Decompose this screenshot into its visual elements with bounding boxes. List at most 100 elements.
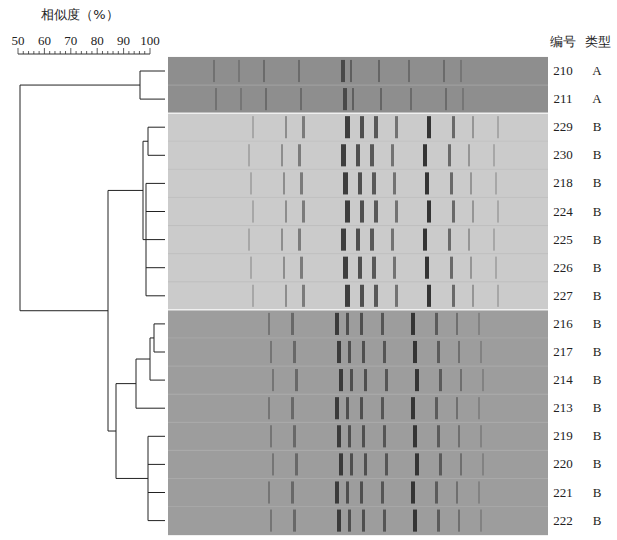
- gel-band: [335, 397, 339, 419]
- axis-line: [18, 54, 150, 55]
- tick-label: 60: [38, 34, 51, 48]
- axis-tick: [113, 51, 114, 54]
- lane-divider: [168, 225, 548, 226]
- gel-band: [252, 116, 254, 138]
- gel-band: [383, 425, 386, 447]
- gel-band: [393, 172, 396, 194]
- strain-id: 218: [553, 176, 573, 190]
- gel-band: [298, 60, 300, 82]
- gel-band: [423, 144, 427, 166]
- strain-type: B: [593, 289, 602, 303]
- gel-band: [346, 481, 349, 503]
- gel-band: [470, 257, 472, 279]
- gel-band: [437, 341, 440, 363]
- gel-band: [346, 397, 349, 419]
- gel-lane: [168, 169, 548, 198]
- lane-divider: [168, 506, 548, 507]
- gel-band: [411, 397, 415, 419]
- gel-band: [450, 172, 453, 194]
- gel-band: [437, 425, 440, 447]
- gel-band: [240, 88, 242, 110]
- strain-type: B: [593, 176, 602, 190]
- tree-branch: [20, 310, 108, 311]
- strain-id: 224: [553, 204, 573, 218]
- axis-tick: [139, 51, 140, 54]
- strain-type: B: [593, 317, 602, 331]
- axis-tick: [28, 51, 29, 54]
- gel-band: [362, 425, 365, 447]
- gel-band: [268, 397, 270, 419]
- gel-band: [378, 60, 380, 82]
- axis-tick: [70, 48, 71, 54]
- strain-type: B: [593, 204, 602, 218]
- gel-band: [456, 481, 458, 503]
- strain-id: 219: [553, 429, 573, 443]
- strain-type: B: [593, 232, 602, 246]
- gel-band: [410, 88, 412, 110]
- strain-type: A: [592, 64, 601, 78]
- gel-band: [337, 510, 341, 532]
- gel-band: [381, 397, 384, 419]
- tree-branch: [146, 295, 165, 296]
- tree-branch: [148, 155, 165, 156]
- gel-band: [293, 425, 296, 447]
- gel-band: [252, 200, 254, 222]
- strain-id: 216: [553, 317, 573, 331]
- strain-id: 225: [553, 232, 573, 246]
- strain-type: B: [593, 401, 602, 415]
- gel-band: [480, 510, 482, 532]
- gel-lane: [168, 507, 548, 536]
- gel-band: [456, 313, 458, 335]
- lane-divider: [168, 450, 548, 451]
- gel-band: [423, 229, 427, 251]
- strain-id: 220: [553, 457, 573, 471]
- strain-id: 213: [553, 401, 573, 415]
- gel-lane: [168, 113, 548, 142]
- gel-band: [452, 200, 455, 222]
- axis-title: 相似度（%）: [41, 8, 118, 22]
- gel-band: [437, 510, 440, 532]
- gel-lane: [168, 310, 548, 339]
- gel-band: [352, 88, 354, 110]
- gel-band: [439, 453, 442, 475]
- gel-band: [383, 510, 386, 532]
- gel-band: [293, 510, 296, 532]
- lane-divider: [168, 337, 548, 338]
- gel-lane: [168, 282, 548, 311]
- gel-band: [343, 172, 348, 194]
- gel-band: [348, 425, 351, 447]
- strain-type: B: [593, 120, 602, 134]
- gel-band: [460, 369, 462, 391]
- gel-band: [413, 510, 417, 532]
- axis-tick: [144, 51, 145, 54]
- gel-band: [458, 425, 460, 447]
- gel-band: [460, 60, 462, 82]
- gel-band: [408, 60, 410, 82]
- strain-type: B: [593, 457, 602, 471]
- gel-band: [295, 369, 298, 391]
- gel-band: [335, 481, 339, 503]
- gel-band: [360, 481, 363, 503]
- gel-band: [350, 369, 353, 391]
- strain-type: B: [593, 148, 602, 162]
- gel-band: [302, 116, 305, 138]
- gel-band: [391, 229, 394, 251]
- strain-id: 227: [553, 289, 573, 303]
- gel-band: [360, 313, 363, 335]
- tree-branch: [146, 239, 165, 240]
- gel-band: [470, 172, 472, 194]
- gel-band: [350, 453, 353, 475]
- gel-band: [213, 60, 215, 82]
- axis-tick: [150, 48, 151, 54]
- axis-tick: [44, 48, 45, 54]
- axis-tick: [65, 51, 66, 54]
- gel-band: [381, 313, 384, 335]
- gel-band: [291, 397, 294, 419]
- gel-band: [480, 425, 482, 447]
- gel-band: [460, 453, 462, 475]
- tree-branch: [136, 359, 150, 360]
- gel-band: [285, 285, 287, 307]
- gel-band: [478, 313, 480, 335]
- gel-band: [341, 60, 345, 82]
